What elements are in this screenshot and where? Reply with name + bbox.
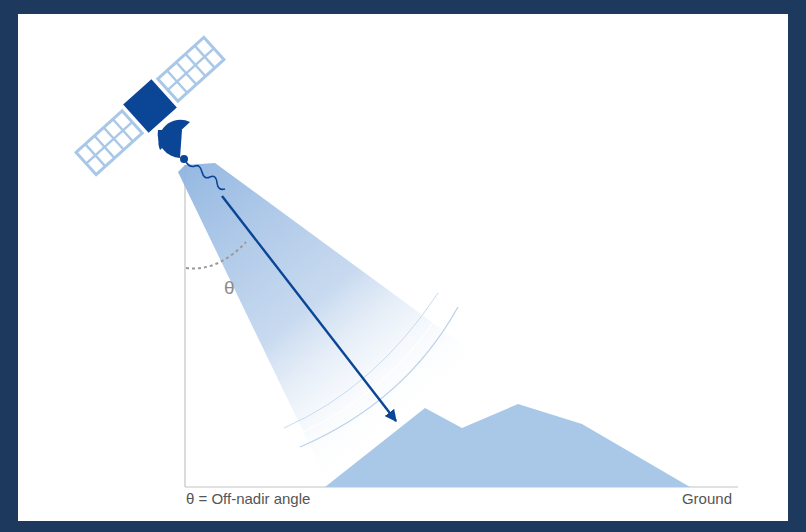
look-arrow [222, 196, 396, 421]
solar-panel [76, 111, 142, 175]
solar-panel [158, 37, 224, 101]
angle-symbol: θ [224, 278, 235, 299]
antenna-dish [158, 130, 182, 158]
ground-label: Ground [682, 491, 732, 508]
wavefront [284, 293, 438, 428]
angle-arc [186, 242, 246, 268]
antenna-feed [180, 155, 188, 163]
white-panel [18, 14, 788, 521]
satellite [73, 34, 226, 177]
wavefront [292, 300, 448, 437]
panel-cell-line [168, 48, 214, 89]
signal-wave [186, 162, 225, 189]
nadir-line [184, 165, 185, 487]
panel-cell-line [86, 122, 132, 163]
panel-frame [158, 37, 224, 101]
terrain [325, 404, 690, 487]
angle-legend-note: θ = Off-nadir angle [186, 491, 310, 508]
panel-frame [76, 111, 142, 175]
